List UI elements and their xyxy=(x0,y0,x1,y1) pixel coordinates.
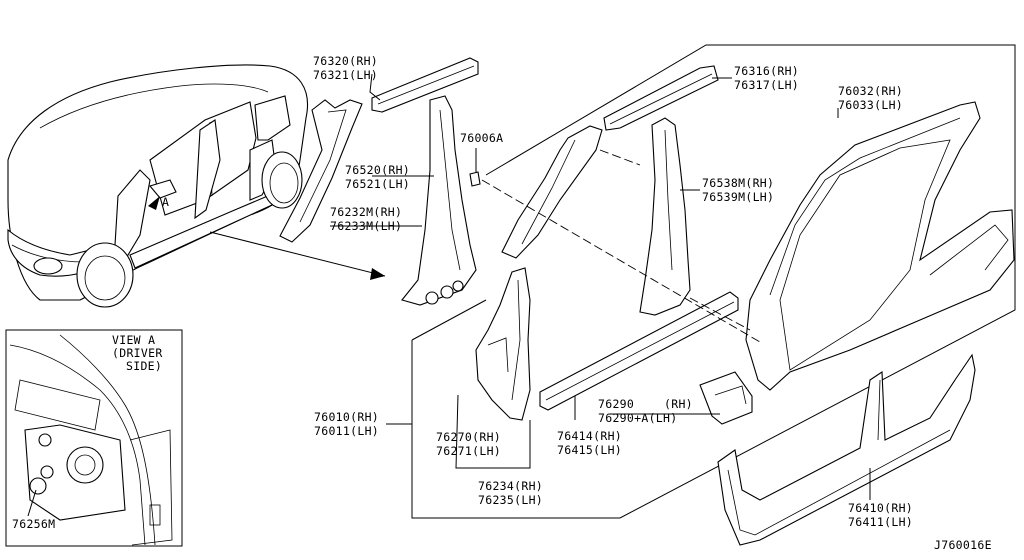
label-76317: 76317(LH) xyxy=(734,78,799,92)
label-76411: 76411(LH) xyxy=(848,515,913,529)
label-76032: 76032(RH) xyxy=(838,84,903,98)
label-76414: 76414(RH) xyxy=(557,429,622,443)
overview-arrow xyxy=(209,231,386,277)
label-76010: 76010(RH) xyxy=(314,410,379,424)
part-76032-body-side-outer xyxy=(745,101,1015,391)
label-76538m: 76538M(RH) xyxy=(702,176,774,190)
label-76321: 76321(LH) xyxy=(313,68,378,82)
part-76006a-bolt xyxy=(469,171,481,187)
overview-arrow-head xyxy=(370,268,385,280)
part-labels: 76320(RH) 76321(LH) 76006A 76520(RH) 765… xyxy=(313,54,992,552)
part-76410-lower-body-side xyxy=(717,353,976,546)
part-76232m-front-pillar xyxy=(279,99,363,243)
view-a-marker: A xyxy=(162,195,169,209)
leader-lines xyxy=(330,73,871,500)
label-76011: 76011(LH) xyxy=(314,424,379,438)
part-upper-rail-connector xyxy=(501,125,603,259)
part-76538m-center-pillar xyxy=(639,117,691,316)
label-76233m: 76233M(LH) xyxy=(330,219,402,233)
view-a-side: SIDE) xyxy=(126,359,162,373)
vehicle-overview: A xyxy=(7,64,308,308)
view-a-subtitle: (DRIVER xyxy=(112,346,163,360)
view-a-frame xyxy=(5,329,183,547)
view-a-title: VIEW A xyxy=(112,333,155,347)
part-76520-center-pillar xyxy=(401,95,477,306)
label-76320: 76320(RH) xyxy=(313,54,378,68)
label-76232m: 76232M(RH) xyxy=(330,205,402,219)
label-76270: 76270(RH) xyxy=(436,430,501,444)
label-76521: 76521(LH) xyxy=(345,177,410,191)
part-76270-reinforcement xyxy=(475,267,531,421)
label-76235: 76235(LH) xyxy=(478,493,543,507)
label-76234: 76234(RH) xyxy=(478,479,543,493)
label-76290a: 76290+A(LH) xyxy=(598,411,677,425)
label-76539m: 76539M(LH) xyxy=(702,190,774,204)
diagram-code: J760016E xyxy=(934,538,992,552)
label-76290: 76290 xyxy=(598,397,634,411)
label-76006a: 76006A xyxy=(460,131,503,145)
label-76033: 76033(LH) xyxy=(838,98,903,112)
label-76410: 76410(RH) xyxy=(848,501,913,515)
part-76414-sill xyxy=(539,291,739,411)
part-76290-bracket xyxy=(699,371,753,425)
label-76271: 76271(LH) xyxy=(436,444,501,458)
view-a-inset: VIEW A (DRIVER SIDE) 76256M xyxy=(5,329,183,547)
label-76290-rh: (RH) xyxy=(664,397,693,411)
label-76256m: 76256M xyxy=(12,517,55,531)
label-76316: 76316(RH) xyxy=(734,64,799,78)
label-76520: 76520(RH) xyxy=(345,163,410,177)
part-76316-roof-rail xyxy=(603,65,719,131)
group-76010-bracket xyxy=(411,44,1016,519)
label-76415: 76415(LH) xyxy=(557,443,622,457)
